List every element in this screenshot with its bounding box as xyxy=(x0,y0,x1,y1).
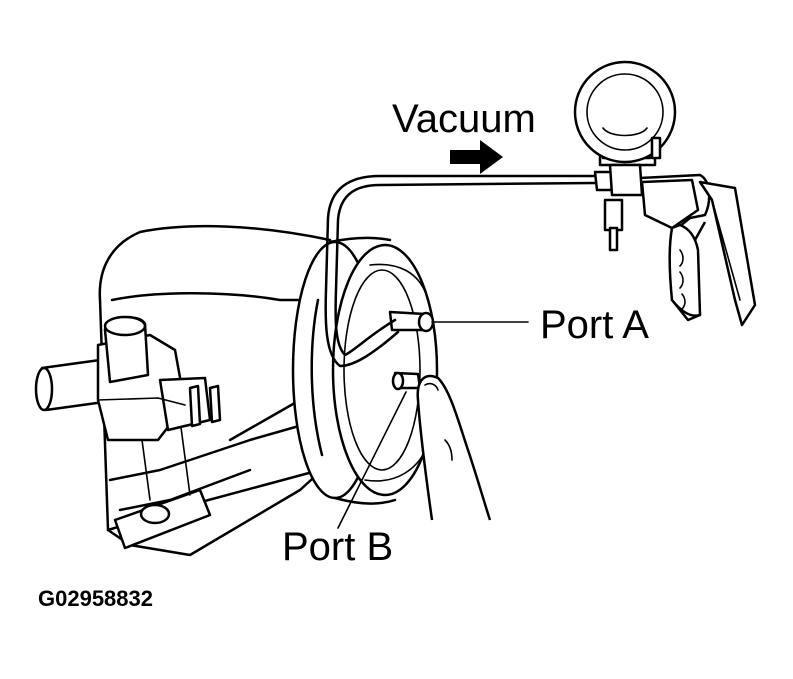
vacuum-gauge-icon xyxy=(573,60,677,167)
port-a-label: Port A xyxy=(540,303,649,347)
hand-vacuum-pump-icon xyxy=(593,163,757,327)
port-a-nipple xyxy=(388,310,435,333)
right-arrow-icon xyxy=(450,140,503,174)
port-b-leader-line xyxy=(337,391,407,529)
figure-id: G02958832 xyxy=(38,586,153,611)
port-b-nipple xyxy=(391,371,422,391)
finger-icon xyxy=(416,374,492,521)
vsv-valve xyxy=(34,315,222,442)
diaphragm-canister xyxy=(291,236,439,505)
port-b-label: Port B xyxy=(282,525,393,569)
actuator-housing xyxy=(98,224,342,557)
vacuum-hose xyxy=(324,174,597,368)
vacuum-label: Vacuum xyxy=(392,97,536,141)
